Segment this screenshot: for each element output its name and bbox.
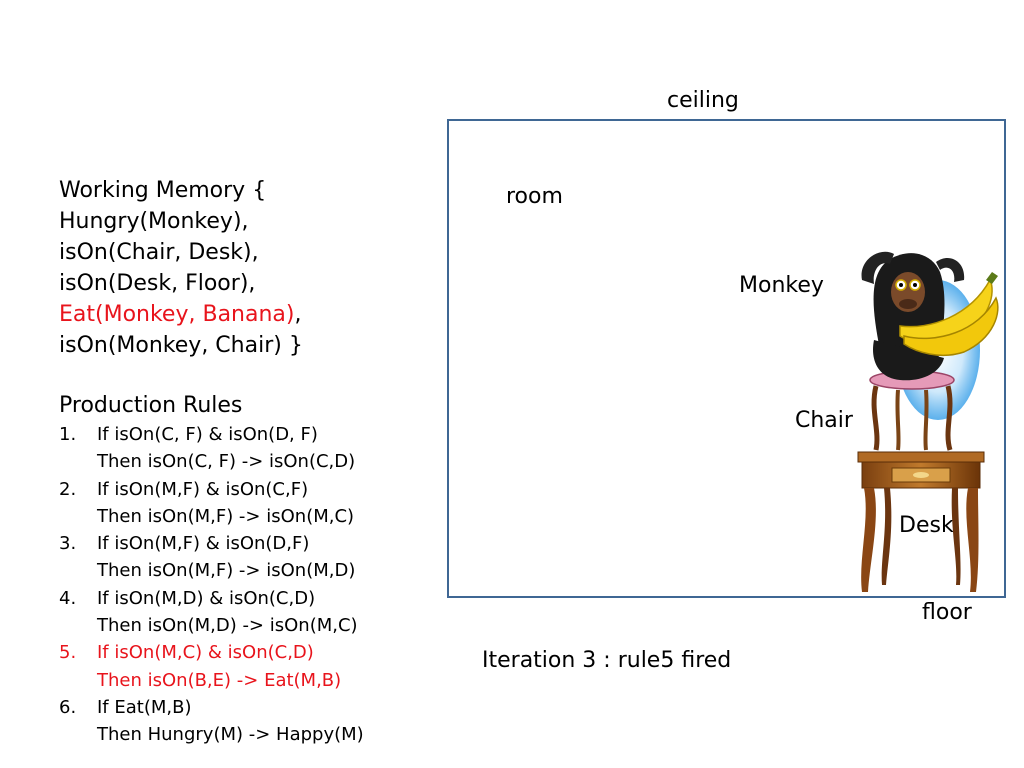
rule-condition: If isOn(M,D) & isOn(C,D)	[97, 587, 316, 609]
desk-label: Desk	[899, 513, 954, 538]
desk-icon	[857, 451, 985, 592]
wm-line: isOn(Chair, Desk),	[59, 240, 259, 265]
wm-line: Eat(Monkey, Banana),	[59, 299, 303, 330]
rule-2-then: Then isOn(M,F) -> isOn(M,C)	[59, 503, 364, 530]
wm-line: isOn(Desk, Floor),	[59, 271, 256, 296]
rule-action: Then Hungry(M) -> Happy(M)	[97, 724, 364, 746]
rule-5-if: 5. If isOn(M,C) & isOn(C,D)	[59, 639, 364, 666]
rule-2-if: 2. If isOn(M,F) & isOn(C,F)	[59, 476, 364, 503]
rule-action: Then isOn(M,F) -> isOn(M,C)	[97, 505, 355, 527]
rule-number: 4.	[59, 587, 77, 609]
rule-action: Then isOn(M,F) -> isOn(M,D)	[97, 560, 356, 582]
rule-3-then: Then isOn(M,F) -> isOn(M,D)	[59, 557, 364, 584]
floor-label: floor	[922, 600, 972, 625]
rule-action: Then isOn(B,E) -> Eat(M,B)	[97, 669, 342, 691]
rule-condition: If isOn(C, F) & isOn(D, F)	[97, 424, 318, 445]
rule-5-then: Then isOn(B,E) -> Eat(M,B)	[59, 667, 364, 694]
production-rules-list: 1. If isOn(C, F) & isOn(D, F) Then isOn(C…	[59, 421, 364, 749]
rule-action: Then isOn(M,D) -> isOn(M,C)	[97, 615, 358, 637]
rule-4-if: 4. If isOn(M,D) & isOn(C,D)	[59, 585, 364, 612]
rule-condition: If isOn(M,F) & isOn(C,F)	[97, 478, 309, 500]
rule-number: 2.	[59, 478, 77, 500]
iteration-status: Iteration 3 : rule5 fired	[482, 648, 732, 673]
monkey-label: Monkey	[739, 273, 824, 298]
rule-number: 3.	[59, 533, 77, 555]
wm-fact-suffix: ,	[294, 302, 302, 327]
wm-line: Working Memory {	[59, 178, 267, 203]
rule-1-then: Then isOn(C, F) -> isOn(C,D)	[59, 448, 364, 475]
wm-line: Hungry(Monkey),	[59, 209, 249, 234]
rule-number: 5.	[59, 642, 77, 664]
rule-1-if: 1. If isOn(C, F) & isOn(D, F)	[59, 421, 364, 448]
rule-number: 1.	[59, 424, 77, 445]
rule-condition: If isOn(M,F) & isOn(D,F)	[97, 533, 310, 555]
monkey-chair-desk-illustration	[857, 251, 999, 592]
working-memory: Working Memory { Hungry(Monkey), isOn(Ch…	[59, 175, 303, 361]
room-box	[447, 119, 1006, 598]
rule-action: Then isOn(C, F) -> isOn(C,D)	[97, 451, 356, 473]
ceiling-label: ceiling	[667, 88, 739, 113]
rule-condition: If Eat(M,B)	[97, 696, 192, 718]
rule-6-if: 6. If Eat(M,B)	[59, 694, 364, 721]
banana-icon	[899, 272, 999, 357]
rule-3-if: 3. If isOn(M,F) & isOn(D,F)	[59, 530, 364, 557]
rule-4-then: Then isOn(M,D) -> isOn(M,C)	[59, 612, 364, 639]
chair-label: Chair	[795, 408, 853, 433]
rule-6-then: Then Hungry(M) -> Happy(M)	[59, 721, 364, 748]
wm-fact-highlighted: Eat(Monkey, Banana)	[59, 302, 295, 327]
rule-number: 6.	[59, 696, 77, 718]
wm-line: isOn(Monkey, Chair) }	[59, 333, 303, 358]
room-label: room	[506, 184, 563, 209]
production-rules-title: Production Rules	[59, 393, 243, 418]
rule-condition: If isOn(M,C) & isOn(C,D)	[97, 642, 314, 664]
